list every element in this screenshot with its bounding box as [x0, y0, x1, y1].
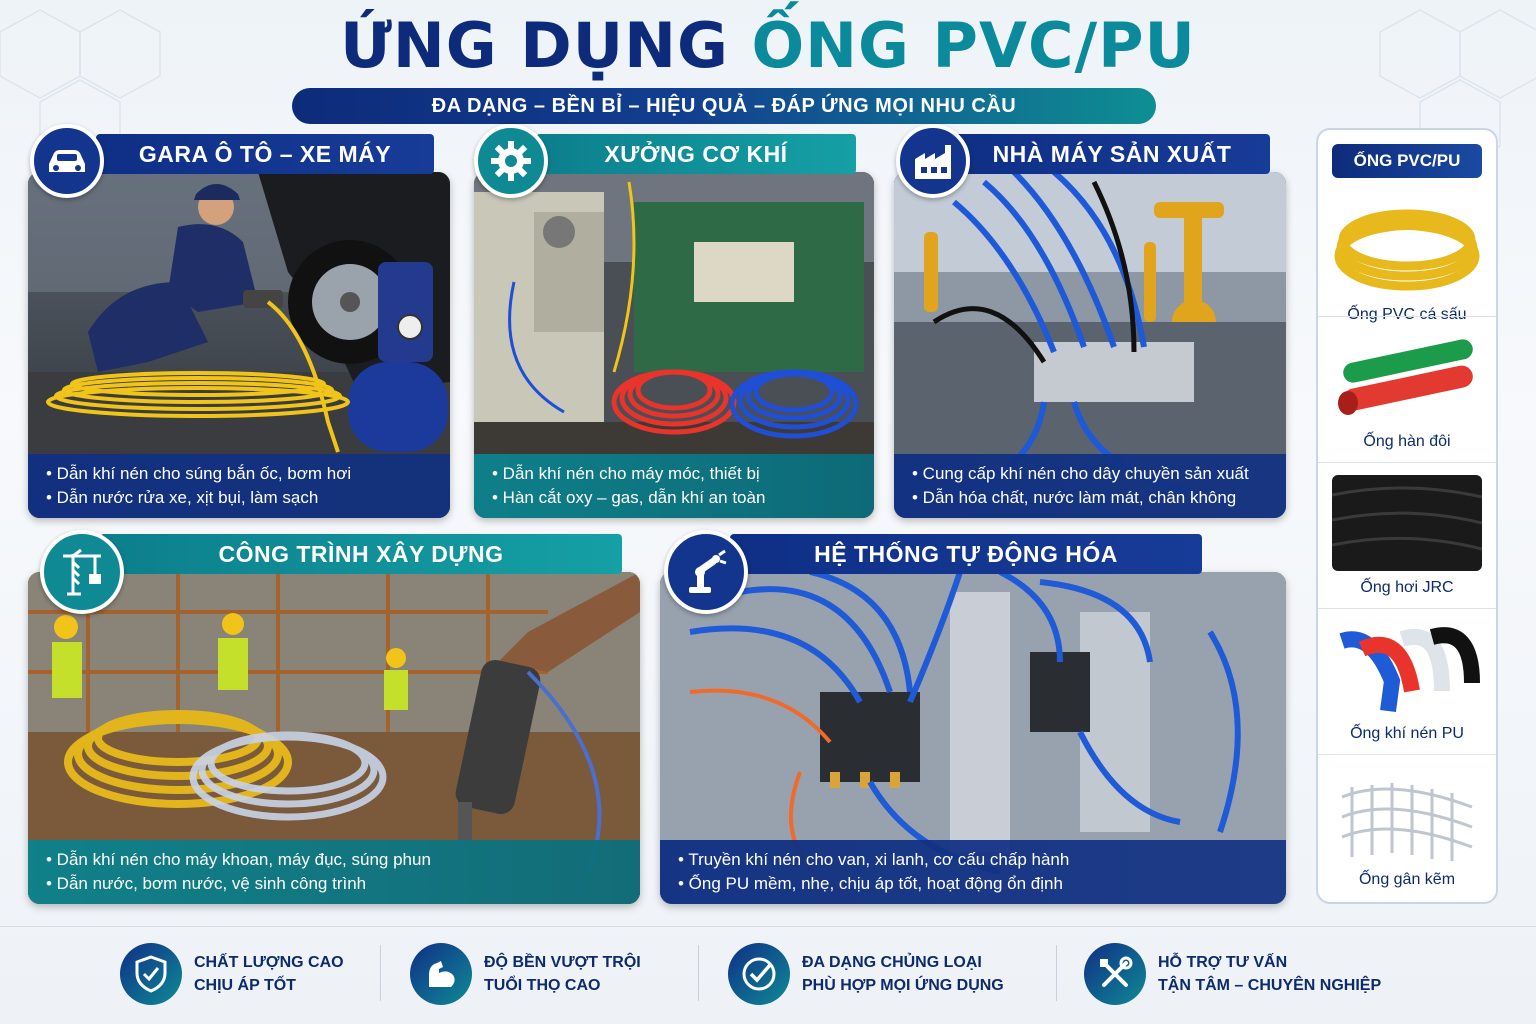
feature-support-line-1: HỖ TRỢ TƯ VẤN — [1158, 954, 1288, 971]
feature-durability-line-2: TUỔI THỌ CAO — [484, 977, 601, 994]
twin-welding-hose-image — [1338, 339, 1473, 415]
sidebar-item-gan-kem[interactable]: Ống gân kẽm — [1318, 754, 1496, 900]
automation-card: • Truyền khí nén cho van, xi lanh, cơ cấ… — [660, 572, 1286, 904]
divider — [1056, 945, 1057, 1001]
construction-description: • Dẫn khí nén cho máy khoan, máy đục, sú… — [28, 840, 640, 904]
robot-arm-icon — [664, 530, 748, 614]
workshop-description: • Dẫn khí nén cho máy móc, thiết bị • Hà… — [474, 454, 874, 518]
garage-line-2: • Dẫn nước rửa xe, xịt bụi, làm sạch — [46, 488, 319, 507]
yellow-coil-hose-image — [1334, 209, 1480, 291]
sidebar-item-label: Ống PVC cá sấu — [1347, 306, 1467, 323]
workshop-line-2: • Hàn cắt oxy – gas, dẫn khí an toàn — [492, 488, 766, 507]
features-footer: CHẤT LƯỢNG CAO CHỊU ÁP TỐT ĐỘ BỀN VƯỢT TR… — [0, 926, 1536, 1024]
construction-title-banner: CÔNG TRÌNH XÂY DỰNG — [100, 534, 622, 574]
check-circle-icon — [728, 943, 790, 1005]
feature-quality-line-2: CHỊU ÁP TỐT — [194, 977, 296, 994]
feature-durability-line-1: ĐỘ BỀN VƯỢT TRỘI — [484, 954, 641, 971]
automation-description: • Truyền khí nén cho van, xi lanh, cơ cấ… — [660, 840, 1286, 904]
feature-variety-line-1: ĐA DẠNG CHỦNG LOẠI — [802, 954, 982, 971]
sidebar-item-label: Ống gân kẽm — [1358, 871, 1456, 888]
sidebar-item-khi-nen-pu[interactable]: Ống khí nén PU — [1318, 608, 1496, 754]
subtitle-banner: ĐA DẠNG – BỀN BỈ – HIỆU QUẢ – ĐÁP ỨNG MỌ… — [292, 88, 1156, 124]
gear-icon — [474, 124, 548, 198]
sidebar-item-hoi-jrc[interactable]: Ống hơi JRC — [1318, 462, 1496, 608]
workshop-title-banner: XƯỞNG CƠ KHÍ — [536, 134, 856, 174]
construction-line-1: • Dẫn khí nén cho máy khoan, máy đục, sú… — [46, 850, 431, 869]
factory-line-1: • Cung cấp khí nén cho dây chuyền sản xu… — [912, 464, 1249, 483]
feature-support: HỖ TRỢ TƯ VẤN TẬN TÂM – CHUYÊN NGHIỆP — [1084, 941, 1381, 1007]
sidebar-item-label: Ống khí nén PU — [1350, 725, 1464, 742]
sidebar-item-label: Ống hàn đôi — [1363, 433, 1451, 450]
divider — [698, 945, 699, 1001]
garage-card: • Dẫn khí nén cho súng bắn ốc, bơm hơi •… — [28, 172, 450, 518]
construction-line-2: • Dẫn nước, bơm nước, vệ sinh công trình — [46, 874, 367, 893]
factory-description: • Cung cấp khí nén cho dây chuyền sản xu… — [894, 454, 1286, 518]
feature-support-line-2: TẬN TÂM – CHUYÊN NGHIỆP — [1158, 977, 1382, 994]
shield-check-icon — [120, 943, 182, 1005]
factory-line-2: • Dẫn hóa chất, nước làm mát, chân không — [912, 488, 1237, 507]
garage-photo — [28, 172, 450, 518]
sidebar-item-han-doi[interactable]: Ống hàn đôi — [1318, 316, 1496, 462]
construction-card: • Dẫn khí nén cho máy khoan, máy đục, sú… — [28, 572, 640, 904]
title-part-2: ỐNG PVC/PU — [751, 9, 1196, 82]
feature-quality: CHẤT LƯỢNG CAO CHỊU ÁP TỐT — [120, 941, 344, 1007]
sidebar-title: ỐNG PVC/PU — [1332, 144, 1482, 178]
feature-variety: ĐA DẠNG CHỦNG LOẠI PHÙ HỢP MỌI ỨNG DỤNG — [728, 941, 1004, 1007]
workshop-card: • Dẫn khí nén cho máy móc, thiết bị • Hà… — [474, 172, 874, 518]
divider — [380, 945, 381, 1001]
steel-wire-hose-image — [1341, 783, 1473, 861]
sidebar-item-label: Ống hơi JRC — [1360, 579, 1454, 596]
automation-line-1: • Truyền khí nén cho van, xi lanh, cơ cấ… — [678, 850, 1070, 869]
automation-line-2: • Ống PU mềm, nhẹ, chịu áp tốt, hoạt độn… — [678, 874, 1063, 893]
garage-title-banner: GARA Ô TÔ – XE MÁY — [96, 134, 434, 174]
black-air-hose-image — [1332, 475, 1482, 571]
crane-icon — [40, 530, 124, 614]
garage-line-1: • Dẫn khí nén cho súng bắn ốc, bơm hơi — [46, 464, 352, 483]
sidebar-item-pvc-ca-sau[interactable]: Ống PVC cá sấu — [1318, 190, 1496, 336]
car-icon — [30, 124, 104, 198]
factory-icon — [896, 124, 970, 198]
feature-durability: ĐỘ BỀN VƯỢT TRỘI TUỔI THỌ CAO — [410, 941, 641, 1007]
page-title: ỨNG DỤNG ỐNG PVC/PU — [0, 6, 1536, 86]
product-sidebar: ỐNG PVC/PU Ống PVC cá sấu Ống hàn đôi Ốn… — [1316, 128, 1498, 904]
pu-tubes-image — [1339, 627, 1480, 713]
strong-arm-icon — [410, 943, 472, 1005]
automation-title-banner: HỆ THỐNG TỰ ĐỘNG HÓA — [730, 534, 1202, 574]
garage-description: • Dẫn khí nén cho súng bắn ốc, bơm hơi •… — [28, 454, 450, 518]
feature-quality-line-1: CHẤT LƯỢNG CAO — [194, 954, 344, 971]
tools-icon — [1084, 943, 1146, 1005]
workshop-line-1: • Dẫn khí nén cho máy móc, thiết bị — [492, 464, 760, 483]
factory-card: • Cung cấp khí nén cho dây chuyền sản xu… — [894, 172, 1286, 518]
factory-title-banner: NHÀ MÁY SẢN XUẤT — [954, 134, 1270, 174]
feature-variety-line-2: PHÙ HỢP MỌI ỨNG DỤNG — [802, 977, 1004, 994]
title-part-1: ỨNG DỤNG — [340, 9, 729, 82]
